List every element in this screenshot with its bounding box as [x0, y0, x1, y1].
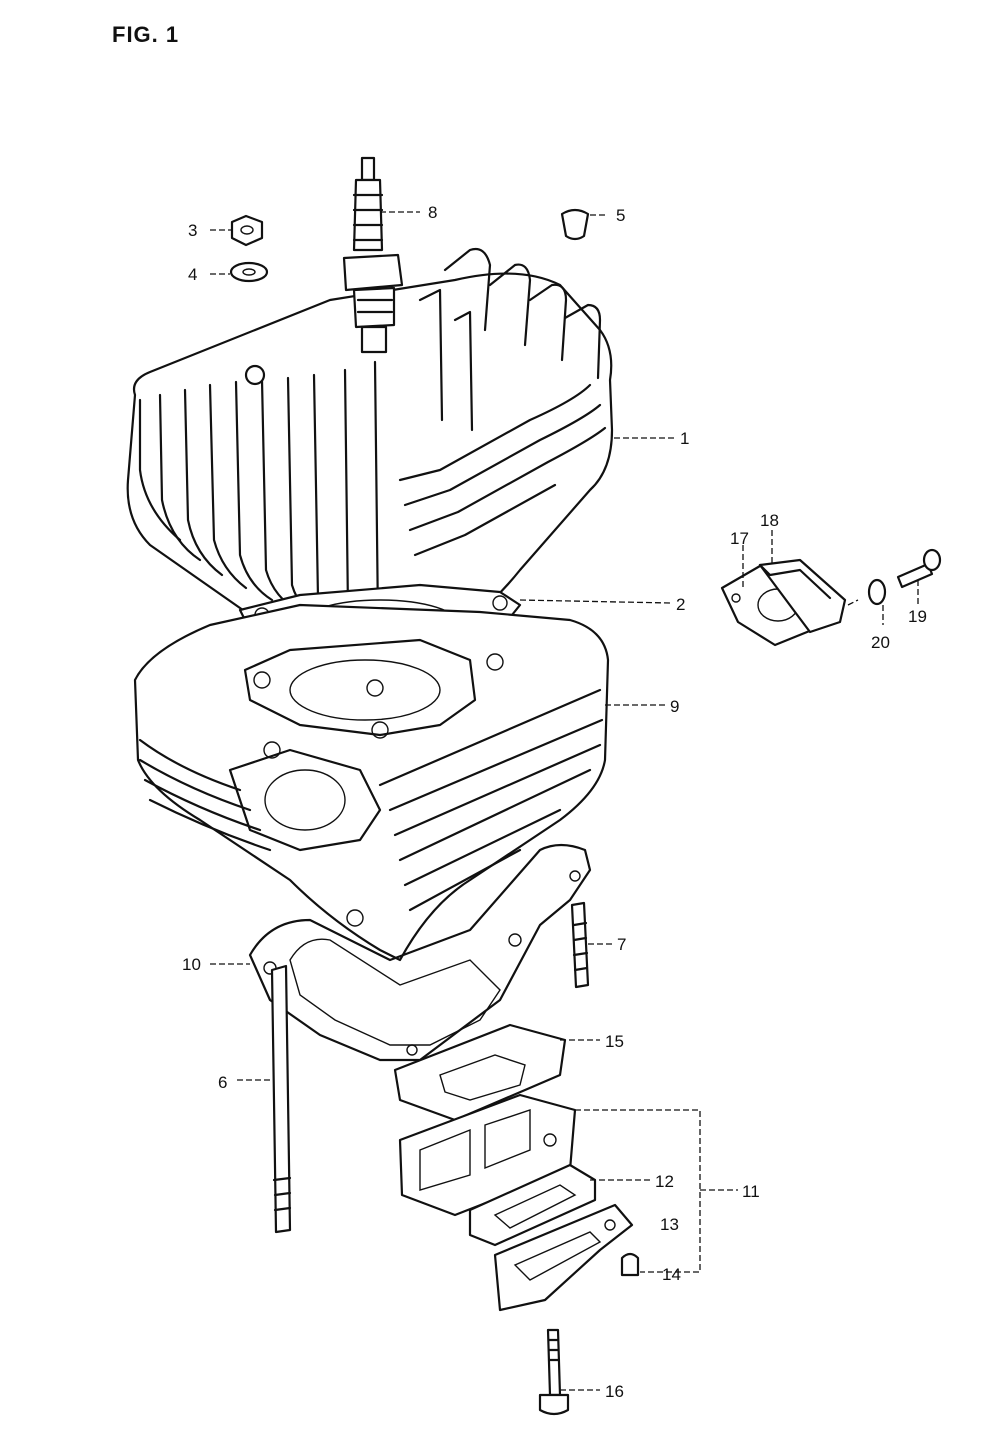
cylinder — [133, 603, 610, 962]
reed-valve-gasket — [393, 1023, 567, 1122]
reed-bolt — [538, 1328, 570, 1416]
head-fins-right — [398, 247, 607, 557]
spark-plug — [342, 156, 404, 354]
intake-bolt — [896, 548, 942, 589]
callout-9: 9 — [670, 697, 679, 716]
callout-6: 6 — [218, 1073, 227, 1092]
callout-12: 12 — [655, 1172, 674, 1191]
callout-3: 3 — [188, 221, 197, 240]
washer — [229, 261, 269, 283]
callout-8: 8 — [428, 203, 437, 222]
callout-11: 11 — [742, 1182, 760, 1201]
leader-lines — [210, 211, 919, 1391]
callout-14: 14 — [662, 1265, 681, 1284]
stud-long — [270, 964, 292, 1234]
callout-10: 10 — [182, 955, 201, 974]
reed-screw — [620, 1252, 640, 1277]
callouts: 1 2 3 4 5 6 7 8 9 10 11 12 13 14 15 16 1… — [182, 203, 927, 1401]
callout-7: 7 — [617, 935, 626, 954]
callout-2: 2 — [676, 595, 685, 614]
callout-20: 20 — [871, 633, 890, 652]
reed-stopper — [493, 1203, 634, 1312]
callout-4: 4 — [188, 265, 197, 284]
cap — [560, 208, 590, 241]
callout-17: 17 — [730, 529, 749, 548]
callout-1: 1 — [680, 429, 689, 448]
base-gasket — [248, 843, 592, 1062]
intake-flange — [758, 558, 847, 634]
intake-washer — [867, 578, 887, 606]
callout-15: 15 — [605, 1032, 624, 1051]
callout-13: 13 — [660, 1215, 679, 1234]
callout-18: 18 — [760, 511, 779, 530]
nut — [230, 214, 264, 247]
reed-petal — [468, 1163, 597, 1247]
stud-short — [570, 901, 590, 989]
figure-title: FIG. 1 — [112, 22, 180, 47]
callout-5: 5 — [616, 206, 625, 225]
callout-19: 19 — [908, 607, 927, 626]
callout-16: 16 — [605, 1382, 624, 1401]
